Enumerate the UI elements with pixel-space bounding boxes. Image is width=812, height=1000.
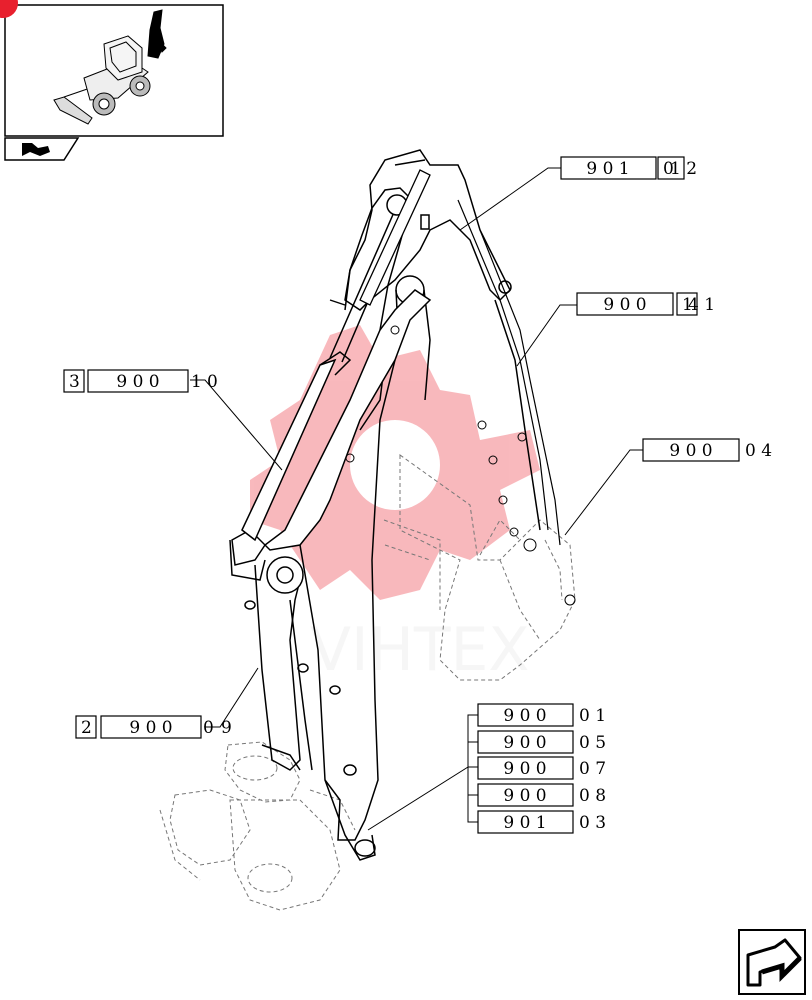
callout-900-04[interactable]: 9 0 0 0 4 — [642, 438, 772, 462]
callout-3-900-10-small: 1 — [191, 372, 202, 392]
callout-901-012-small: 0 — [663, 159, 674, 179]
callout-group-item[interactable]: 9 0 0 0 8 — [477, 783, 606, 807]
thumbnail-badge — [0, 0, 18, 18]
leader-lines — [190, 167, 643, 831]
callout-group-tail: 0 8 — [579, 786, 606, 806]
callout-900-141[interactable]: 9 0 0 1 4 1 — [576, 292, 715, 316]
callout-900-04-box: 9 0 0 — [669, 441, 712, 461]
callout-group-tail: 0 1 — [579, 706, 606, 726]
callout-group-tail: 0 5 — [579, 733, 606, 753]
backhoe-boom-drawing — [159, 149, 576, 911]
bookmark-arrow-icon — [22, 143, 50, 156]
callout-group-item[interactable]: 9 0 1 0 3 — [477, 810, 606, 834]
callout-group-box: 9 0 0 — [503, 759, 546, 779]
next-page-button[interactable] — [738, 929, 806, 995]
callout-group-box: 9 0 0 — [503, 786, 546, 806]
callout-2-900-09-tail: 9 — [221, 718, 232, 738]
detail-bolts — [345, 325, 576, 606]
callout-2-900-09-box: 9 0 0 — [129, 718, 172, 738]
callout-901-012-tail: 1 2 — [670, 159, 697, 179]
callout-2-900-09-small: 0 — [203, 718, 214, 738]
backhoe-loader-thumbnail-icon — [53, 9, 167, 125]
callout-2-900-09-prefix: 2 — [81, 718, 92, 738]
callout-group-box: 9 0 1 — [503, 813, 546, 833]
callout-2-900-09[interactable]: 2 9 0 0 0 9 — [75, 715, 232, 739]
callout-3-900-10-box: 9 0 0 — [116, 372, 159, 392]
bookmark-tab[interactable] — [4, 137, 80, 161]
thumbnail-panel[interactable] — [0, 0, 224, 161]
callout-3-900-10-tail: 0 — [207, 372, 218, 392]
watermark-gear-logo — [250, 325, 540, 600]
watermark: VIHTEX — [250, 325, 540, 685]
callout-group-tail: 0 7 — [579, 759, 606, 779]
callout-901-012[interactable]: 9 0 1 0 1 2 — [560, 156, 697, 180]
callout-901-012-box: 9 0 1 — [586, 159, 629, 179]
callout-900-141-box: 9 0 0 — [603, 295, 646, 315]
bucket-dashed — [383, 454, 576, 681]
callout-group-tail: 0 3 — [579, 813, 606, 833]
callout-900-04-tail: 0 4 — [745, 441, 772, 461]
callout-3-900-10[interactable]: 3 9 0 0 1 0 — [63, 369, 218, 393]
callout-group-item[interactable]: 9 0 0 0 1 — [477, 703, 606, 727]
swing-frame-dashed — [159, 741, 356, 911]
dipper-cylinder — [329, 169, 431, 306]
callout-group-box: 9 0 0 — [503, 733, 546, 753]
callout-group: 9 0 0 0 1 9 0 0 0 5 9 0 0 0 7 9 0 0 0 8 … — [477, 703, 606, 834]
callout-3-900-10-prefix: 3 — [69, 372, 80, 392]
watermark-text: VIHTEX — [310, 615, 530, 685]
main-boom — [229, 187, 432, 861]
callout-900-141-small: 1 — [682, 295, 693, 315]
callout-900-141-tail: 4 1 — [688, 295, 715, 315]
callout-group-item[interactable]: 9 0 0 0 5 — [477, 730, 606, 754]
callout-group-item[interactable]: 9 0 0 0 7 — [477, 756, 606, 780]
callout-group-box: 9 0 0 — [503, 706, 546, 726]
